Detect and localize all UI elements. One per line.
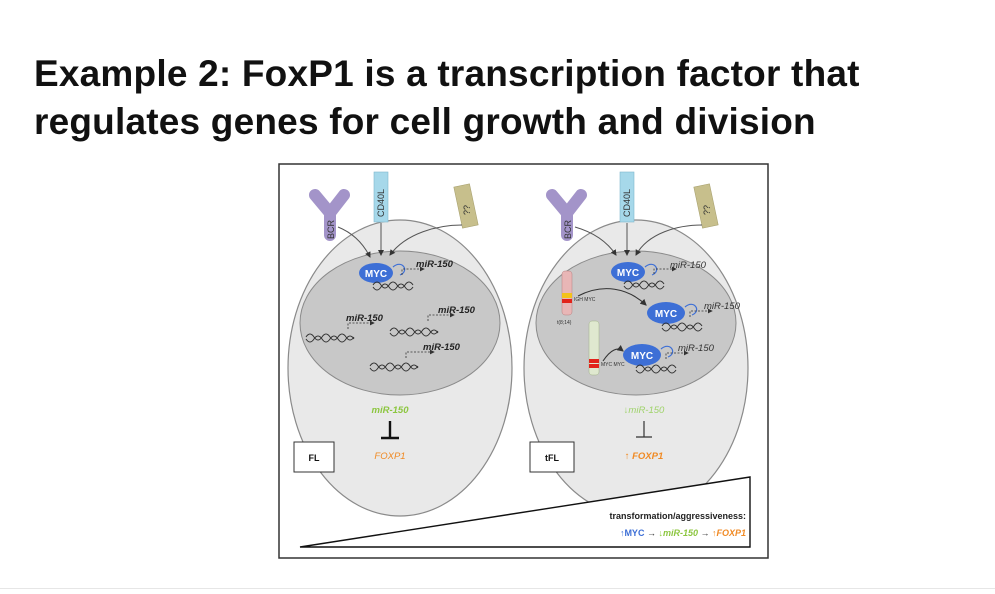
right-bcr-signal	[574, 226, 617, 256]
right-translocation-label: t(8;14)	[557, 320, 572, 326]
aggressiveness-wedge: transformation/aggressiveness: ↑MYC → ↓m…	[299, 476, 751, 548]
right-chromosome-1	[561, 270, 573, 316]
left-bcr-label: BCR	[326, 219, 336, 239]
right-unknown-receptor: ??	[693, 183, 719, 229]
left-unknown-signal	[389, 224, 463, 256]
right-myc-protein-3	[623, 344, 661, 366]
wedge-chain-mir: ↓miR-150	[658, 528, 698, 538]
right-cd40l-label: CD40L	[622, 189, 632, 217]
right-chromosome-2	[588, 320, 600, 376]
right-myc-label-1: MYC	[617, 268, 639, 279]
foxp1-diagram: BCR CD40L ?? MYC	[278, 163, 769, 559]
right-output-target: ↑ FOXP1	[625, 451, 664, 462]
left-cd40l-label: CD40L	[376, 189, 386, 217]
left-myc-protein	[359, 263, 393, 283]
right-cell: BCR CD40L ?? IGH MYC t(8;14) MYC MYC	[523, 171, 749, 517]
right-output-mirna: ↓miR-150	[624, 405, 665, 416]
right-cd40l-receptor: CD40L	[619, 171, 635, 223]
title-line-2: regulates genes for cell growth and divi…	[34, 101, 816, 142]
right-unknown-signal	[635, 224, 703, 256]
slide-title: Example 2: FoxP1 is a transcription fact…	[34, 50, 964, 146]
left-dna-strands	[305, 281, 439, 372]
left-unknown-label: ??	[462, 205, 472, 215]
left-cd40l-receptor: CD40L	[373, 171, 389, 223]
right-bcr-receptor: BCR	[546, 189, 587, 241]
right-myc-label-2: MYC	[655, 309, 677, 320]
left-mirna-label-2: miR-150	[346, 313, 384, 324]
left-output-mirna: miR-150	[372, 405, 410, 416]
bottom-divider	[0, 588, 995, 589]
right-cell-type-label: tFL	[545, 453, 559, 463]
wedge-chain-myc: ↑MYC	[620, 528, 645, 538]
left-cell-type-label: FL	[309, 453, 320, 463]
left-unknown-receptor: ??	[453, 183, 479, 229]
left-myc-label: MYC	[365, 269, 387, 280]
right-chromosome-1-label: IGH MYC	[574, 297, 596, 303]
title-line-1: Example 2: FoxP1 is a transcription fact…	[34, 53, 860, 94]
left-bcr-signal	[337, 226, 371, 258]
wedge-chain: ↑MYC → ↓miR-150 → ↑FOXP1	[620, 528, 746, 538]
right-bcr-label: BCR	[563, 219, 573, 239]
right-myc-label-3: MYC	[631, 351, 653, 362]
left-bcr-receptor: BCR	[309, 189, 350, 241]
right-chromosome-2-label: MYC MYC	[601, 362, 625, 368]
right-unknown-label: ??	[702, 205, 712, 215]
left-mirna-label-3: miR-150	[438, 305, 476, 316]
diagram-svg: BCR CD40L ?? MYC	[278, 163, 769, 559]
right-cell-type-box	[529, 441, 575, 473]
left-mirna-label-1: miR-150	[416, 259, 454, 270]
left-inhibition-symbol	[381, 421, 399, 440]
wedge-caption: transformation/aggressiveness:	[609, 511, 746, 521]
right-inhibition-symbol	[636, 421, 652, 438]
wedge-chain-foxp1: ↑FOXP1	[712, 528, 746, 538]
right-mirna-label-2: miR-150	[704, 301, 741, 312]
right-translocation-arrow-2	[602, 344, 624, 362]
right-myc-protein-2	[647, 302, 685, 324]
left-mirna-label-4: miR-150	[423, 342, 461, 353]
left-cell-type-box	[293, 441, 335, 473]
right-mirna-label-1: miR-150	[670, 260, 707, 271]
left-cell: BCR CD40L ?? MYC	[287, 171, 513, 517]
left-nucleus	[299, 250, 501, 396]
right-mirna-label-3: miR-150	[678, 343, 715, 354]
left-output-target: FOXP1	[374, 451, 405, 462]
right-translocation-arrow-1	[577, 288, 647, 306]
right-dna-strands	[623, 280, 703, 374]
right-myc-protein-1	[611, 262, 645, 282]
